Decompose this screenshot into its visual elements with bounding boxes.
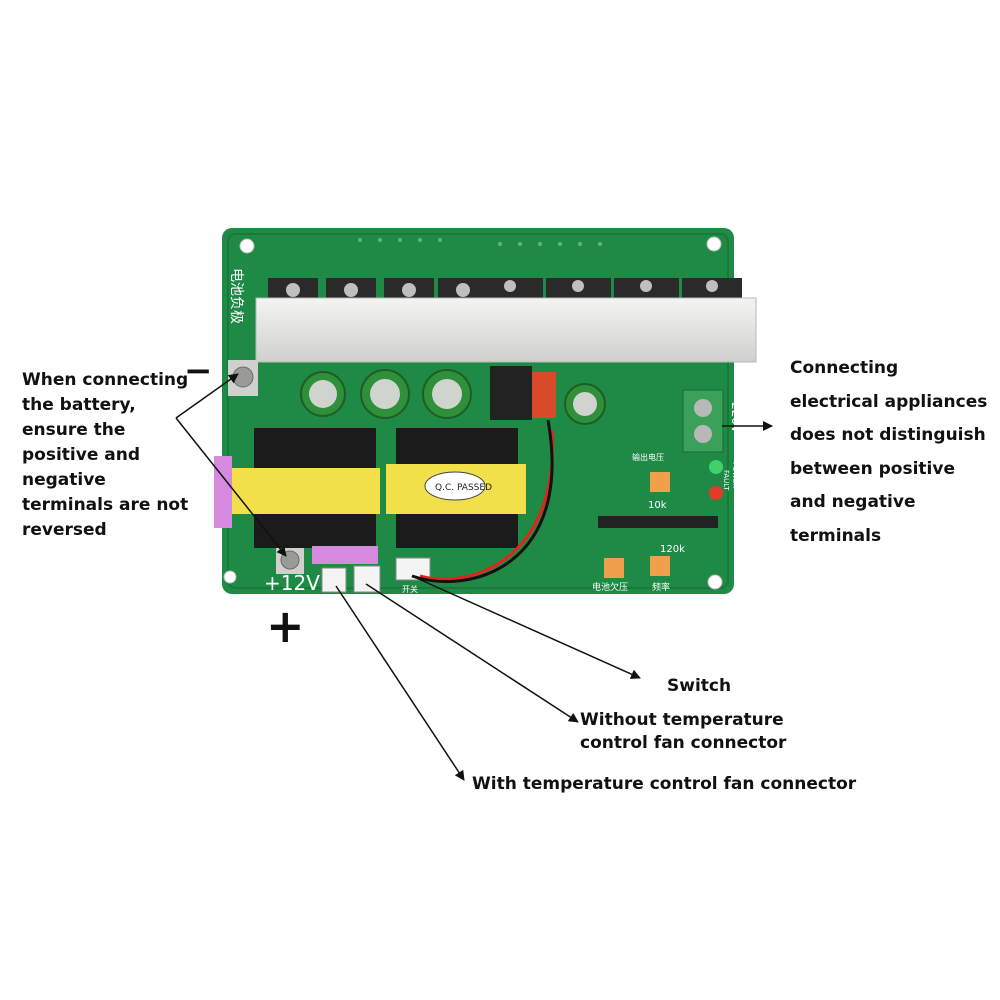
annotation-lines [175,373,773,781]
potentiometer [650,556,670,576]
appliance-polarity-note: Connecting electrical appliances does no… [790,358,988,546]
heatsink [255,297,757,363]
switch-label: Switch [667,676,732,696]
board-pot-label-10k: 10k [648,500,667,511]
switch-wire-black [411,419,554,584]
board-voltage-in: +12V [264,571,320,595]
board-silk-frequency: 频率 [652,581,670,593]
battery-polarity-note: When connecting the battery, ensure the … [22,370,189,540]
board-switch-block [490,366,556,420]
arrow-fan-with [335,585,465,781]
board-silk-battery-undervoltage: 电池欠压 [592,581,628,593]
arrow-fan-without [365,583,579,723]
board-pot-label-120k: 120k [660,544,685,555]
fuse [214,456,232,528]
arrow-battery-negative [175,373,239,419]
status-led [709,460,723,500]
board-silk-battery-negative: 电池负极 [228,268,244,324]
potentiometer [604,558,624,578]
potentiometer [650,472,670,492]
fan-connector [321,565,381,593]
minus-symbol: − [184,351,213,391]
ic-header [598,516,718,528]
arrow-battery-positive [175,417,287,557]
capacitor [300,369,606,425]
board-led-label-power: POWER [731,462,739,488]
arrow-switch [411,575,641,679]
mounting-hole [223,236,723,590]
board-silk-output-voltage: 输出电压 [632,452,664,462]
mosfet-row [268,278,742,298]
board-qc-sticker: Q.C. PASSED [435,483,492,493]
board-silk-switch: 开关 [402,584,418,594]
output-terminal-block [682,389,724,453]
transformer [230,428,526,548]
switch-connector [395,557,431,581]
fan-without-temp-control-label: Without temperature control fan connecto… [580,710,787,753]
board-voltage-out: 220V [729,402,743,434]
board-led-label-fault: FAULT [722,470,730,491]
plus-symbol: + [266,599,305,653]
fuse [312,546,378,564]
fan-with-temp-control-label: With temperature control fan connector [472,774,857,794]
